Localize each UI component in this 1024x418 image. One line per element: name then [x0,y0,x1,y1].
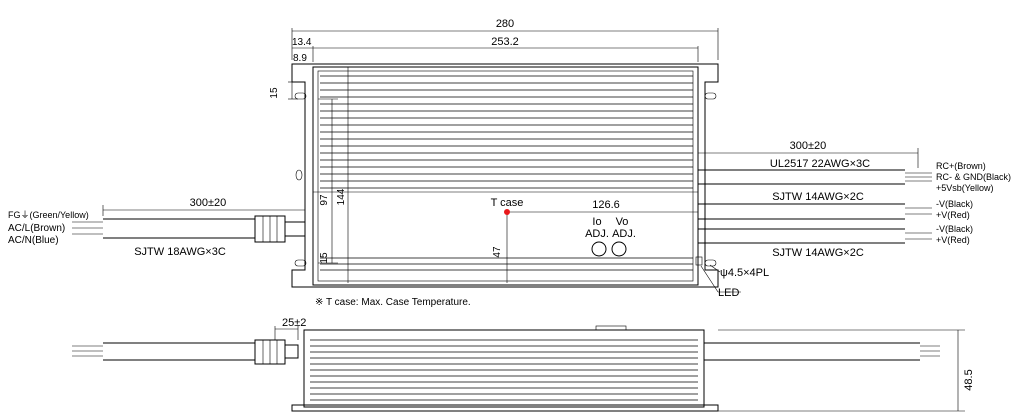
led-indicator [695,256,703,266]
dc2-wire-pos: +V(Red) [936,235,970,245]
mount-slot-br [704,259,717,267]
vo-adj-knob [611,241,627,257]
slot-left-mid [295,169,303,181]
mount-slot-bl [294,259,307,267]
heatsink-fins [320,75,693,271]
flange-outline [291,63,719,288]
side-body [303,329,705,408]
dim-bottom-flange: 15 [319,252,330,264]
right-cable-length: 300±20 [790,140,827,152]
left-wire-acl: AC/L(Brown) [8,223,65,234]
left-cable-spec: SJTW 18AWG×3C [134,246,226,258]
housing-inner [317,70,694,282]
top-view: 280 253.2 13.4 8.9 15 97 144 15 T case 4… [269,18,769,308]
io-adj-knob [591,241,607,257]
dim-body-length: 253.2 [491,36,519,48]
dc1-wire-pos: +V(Red) [936,210,970,220]
left-wire-acn: AC/N(Blue) [8,235,59,246]
dim-tcase-distance: 126.6 [592,199,620,211]
footnote: ※ T case: Max. Case Temperature. [315,297,471,308]
signal-wire-rcm: RC- & GND(Black) [936,172,1011,182]
dc1-wire-neg: -V(Black) [936,199,973,209]
hole-spec: ψ4.5×4PL [720,267,769,279]
vo-adj-label-2: ADJ. [612,228,636,240]
side-view: 25±2 48.5 [72,317,975,412]
signal-cable-spec: UL2517 22AWG×3C [770,158,870,170]
right-cables: 300±20 UL2517 22AWG×3C RC+(Brown) RC- & … [697,140,1011,259]
left-cable-length: 300±20 [190,197,227,209]
tcase-dot [504,209,510,215]
signal-wire-5vsb: +5Vsb(Yellow) [936,183,993,193]
dim-mount-spacing: 97 [319,194,330,206]
io-adj-label-2: ADJ. [585,228,609,240]
dim-offset-outer: 13.4 [292,37,312,48]
side-base [291,404,719,412]
left-cable: 300±20 SJTW 18AWG×3C FG⏚(Green/Yellow) A… [8,197,306,258]
dc2-wire-neg: -V(Black) [936,224,973,234]
dim-body-height: 144 [336,188,347,205]
dim-tcase-height: 47 [492,246,503,258]
dim-connector-offset: 25±2 [282,317,306,329]
mount-slot-tr [704,92,717,100]
left-wire-fg: FG⏚(Green/Yellow) [8,210,89,220]
dc1-cable-spec: SJTW 14AWG×2C [772,191,864,203]
led-label: LED [718,287,739,299]
side-top-bump [595,325,627,331]
signal-wire-rcp: RC+(Brown) [936,161,986,171]
housing-body [312,66,699,286]
dim-offset-inner: 8.9 [293,53,307,64]
vo-adj-label-1: Vo [616,216,629,228]
side-fins [310,339,698,401]
dim-flange-height: 15 [269,87,280,99]
dim-overall-length: 280 [496,18,514,30]
dc2-cable-spec: SJTW 14AWG×2C [772,247,864,259]
io-adj-label-1: Io [592,216,601,228]
tcase-label: T case [491,197,524,209]
mount-slot-tl [294,92,307,100]
dim-side-height: 48.5 [963,369,975,390]
